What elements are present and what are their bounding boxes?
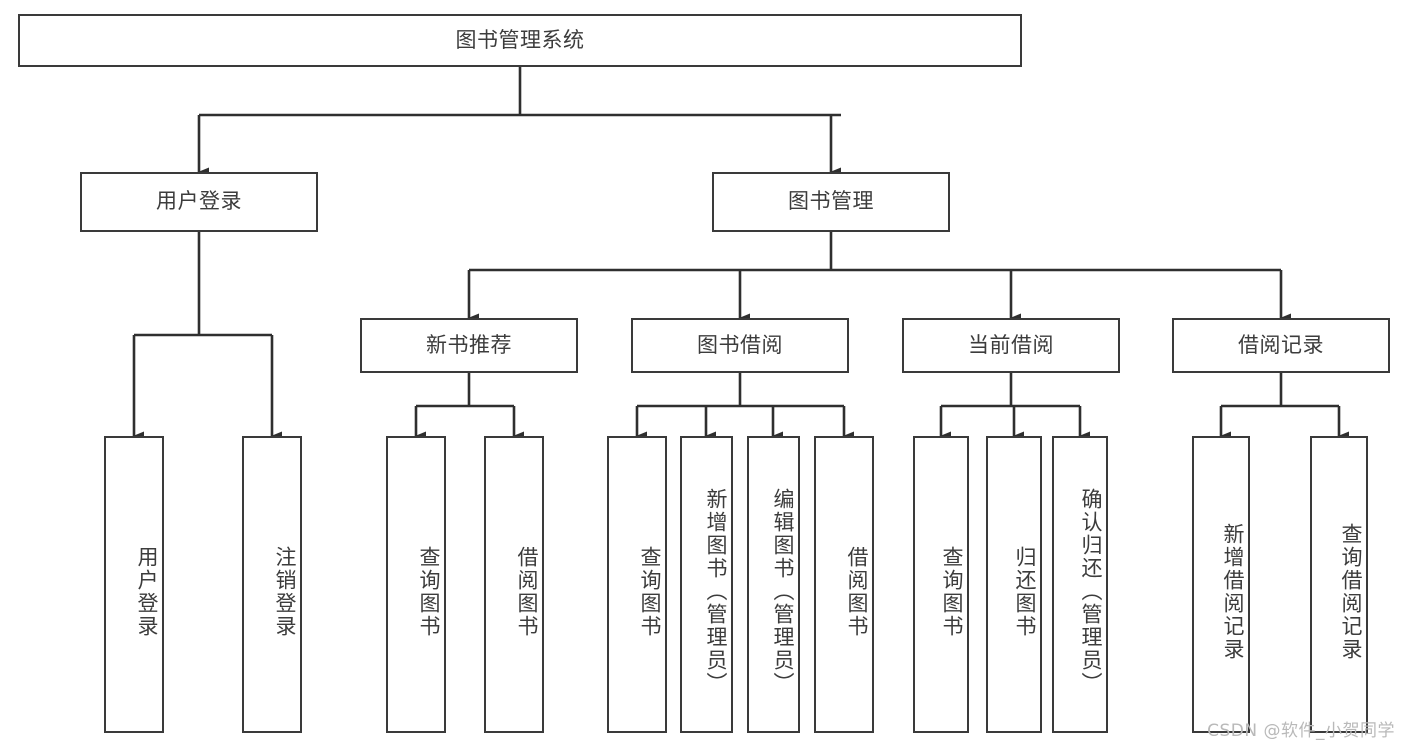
- leaf-node-label: 归还图书: [1013, 545, 1037, 638]
- leaf-node-label: 用户登录: [135, 545, 159, 638]
- leaf-node[interactable]: 查询图书: [913, 436, 969, 733]
- leaf-node-label: 查询图书: [940, 545, 964, 638]
- leaf-node[interactable]: 用户登录: [104, 436, 164, 733]
- leaf-node[interactable]: 新增借阅记录: [1192, 436, 1250, 733]
- node-book-borrow-label: 图书借阅: [697, 332, 783, 357]
- leaf-node-label: 编辑图书（管理员）: [771, 488, 795, 695]
- node-book-borrow[interactable]: 图书借阅: [631, 318, 849, 373]
- node-borrow-record-label: 借阅记录: [1238, 332, 1324, 357]
- leaf-node[interactable]: 查询图书: [607, 436, 667, 733]
- node-current-borrow[interactable]: 当前借阅: [902, 318, 1120, 373]
- node-book-management-label: 图书管理: [788, 189, 874, 214]
- leaf-node[interactable]: 归还图书: [986, 436, 1042, 733]
- csdn-watermark: CSDN @软件_小贺同学: [1207, 721, 1395, 741]
- node-root-label: 图书管理系统: [455, 27, 585, 52]
- leaf-node[interactable]: 查询借阅记录: [1310, 436, 1368, 733]
- node-current-borrow-label: 当前借阅: [968, 332, 1054, 357]
- leaf-node-label: 借阅图书: [845, 545, 869, 638]
- node-root[interactable]: 图书管理系统: [18, 14, 1022, 67]
- leaf-node-label: 确认归还（管理员）: [1079, 488, 1103, 695]
- leaf-node[interactable]: 借阅图书: [814, 436, 874, 733]
- leaf-node-label: 查询图书: [417, 545, 441, 638]
- leaf-node-label: 注销登录: [273, 545, 297, 638]
- leaf-node-label: 查询借阅记录: [1339, 522, 1363, 661]
- leaf-node[interactable]: 借阅图书: [484, 436, 544, 733]
- node-user-login-label: 用户登录: [156, 189, 242, 214]
- node-new-book-recommend-label: 新书推荐: [426, 332, 512, 357]
- node-borrow-record[interactable]: 借阅记录: [1172, 318, 1390, 373]
- leaf-node-label: 新增图书（管理员）: [704, 488, 728, 695]
- node-book-management[interactable]: 图书管理: [712, 172, 950, 232]
- leaf-node[interactable]: 确认归还（管理员）: [1052, 436, 1108, 733]
- leaf-node[interactable]: 编辑图书（管理员）: [747, 436, 800, 733]
- node-user-login[interactable]: 用户登录: [80, 172, 318, 232]
- leaf-node[interactable]: 新增图书（管理员）: [680, 436, 733, 733]
- leaf-node[interactable]: 查询图书: [386, 436, 446, 733]
- node-new-book-recommend[interactable]: 新书推荐: [360, 318, 578, 373]
- leaf-node[interactable]: 注销登录: [242, 436, 302, 733]
- leaf-node-label: 借阅图书: [515, 545, 539, 638]
- leaf-node-label: 新增借阅记录: [1221, 522, 1245, 661]
- leaf-node-label: 查询图书: [638, 545, 662, 638]
